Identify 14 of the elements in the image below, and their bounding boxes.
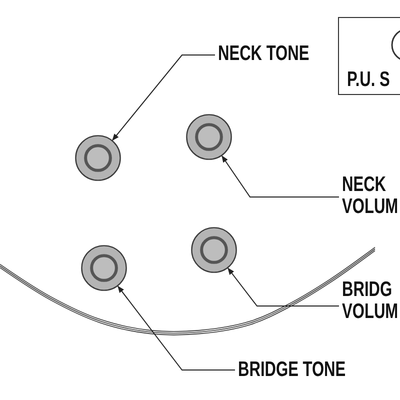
control-knob (186, 114, 232, 160)
callout-label: BRIDGE TONE (238, 359, 346, 381)
control-knob (75, 135, 121, 181)
callout-label: NECK TONE (218, 43, 310, 65)
control-knob (81, 245, 127, 291)
panel-label: P.U. S (347, 69, 390, 91)
leader-line (228, 268, 340, 306)
leader-line (221, 155, 340, 198)
leader-line (117, 286, 236, 370)
callout-label: NECK VOLUM (342, 174, 398, 218)
leader-line (112, 54, 216, 141)
switch-panel (338, 17, 400, 95)
control-knob (191, 227, 237, 273)
callout-label: BRIDG VOLUM (342, 279, 398, 323)
